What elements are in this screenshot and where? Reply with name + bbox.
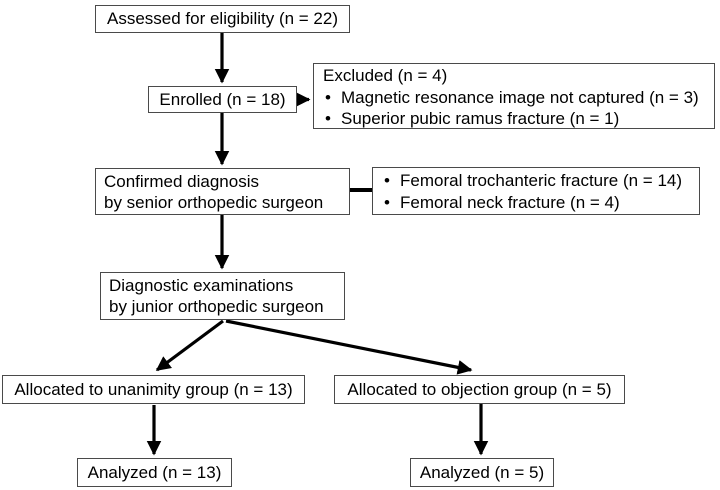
unanimity-label: Allocated to unanimity group (n = 13) xyxy=(14,379,293,399)
box-excluded: Excluded (n = 4) • Magnetic resonance im… xyxy=(313,63,715,129)
diagnostic-line: Diagnostic examinations xyxy=(109,276,294,295)
confirmed-line: Confirmed diagnosis xyxy=(104,172,259,191)
box-assessed-label: Assessed for eligibility (n = 22) xyxy=(106,9,339,28)
bullet-icon: • xyxy=(384,192,390,212)
box-excluded-title: Excluded (n = 4) xyxy=(323,66,448,85)
box-diagnostic-examinations: Diagnostic examinations by junior orthop… xyxy=(100,272,345,320)
box-enrolled: Enrolled (n = 18) xyxy=(148,86,297,113)
fracture-bullet-text: Femoral neck fracture (n = 4) xyxy=(400,192,620,212)
box-allocated-unanimity: Allocated to unanimity group (n = 13) xyxy=(2,375,305,404)
box-analyzed-objection: Analyzed (n = 5) xyxy=(410,458,554,487)
arrow-diagnostic-to-objection xyxy=(225,319,473,375)
confirmed-line: by senior orthopedic surgeon xyxy=(104,193,324,212)
excluded-bullet-text: Magnetic resonance image not captured (n… xyxy=(341,87,699,107)
arrow-diagnostic-to-unanimity xyxy=(155,319,224,372)
box-allocated-objection: Allocated to objection group (n = 5) xyxy=(334,375,625,404)
analyzed-objection-label: Analyzed (n = 5) xyxy=(419,462,545,482)
box-analyzed-unanimity: Analyzed (n = 13) xyxy=(77,458,232,487)
bullet-icon: • xyxy=(325,87,331,107)
excluded-bullet-item: • Superior pubic ramus fracture (n = 1) xyxy=(321,108,706,130)
diagnostic-line: by junior orthopedic surgeon xyxy=(109,297,324,316)
bullet-icon: • xyxy=(325,109,331,128)
bullet-icon: • xyxy=(384,171,390,190)
objection-label: Allocated to objection group (n = 5) xyxy=(347,379,612,399)
fracture-bullet-item: • Femoral neck fracture (n = 4) xyxy=(380,192,691,214)
box-fracture-types: • Femoral trochanteric fracture (n = 14)… xyxy=(372,167,700,215)
excluded-bullet-item: • Magnetic resonance image not captured … xyxy=(321,87,706,109)
fracture-bullet-item: • Femoral trochanteric fracture (n = 14) xyxy=(380,170,691,192)
excluded-bullet-text: Superior pubic ramus fracture (n = 1) xyxy=(341,109,620,128)
box-confirmed-diagnosis: Confirmed diagnosis by senior orthopedic… xyxy=(95,168,350,215)
box-enrolled-label: Enrolled (n = 18) xyxy=(159,89,286,109)
box-assessed-for-eligibility: Assessed for eligibility (n = 22) xyxy=(95,5,350,33)
analyzed-unanimity-label: Analyzed (n = 13) xyxy=(87,462,222,482)
fracture-bullet-text: Femoral trochanteric fracture (n = 14) xyxy=(400,171,683,190)
